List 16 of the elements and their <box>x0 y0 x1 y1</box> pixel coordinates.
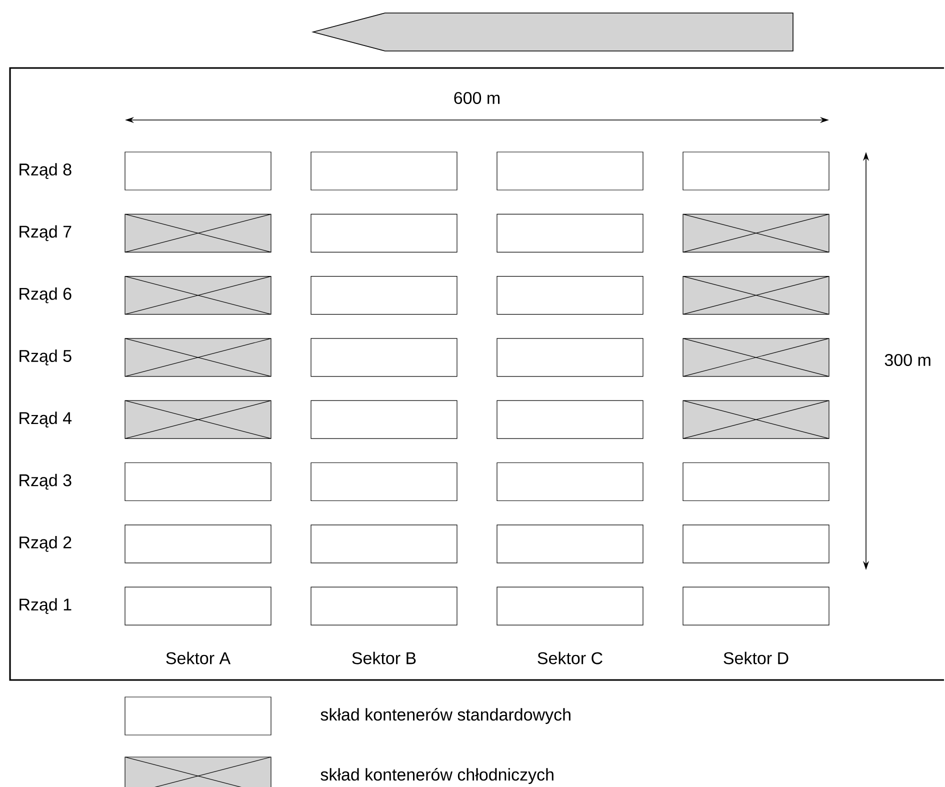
row-label: Rząd 7 <box>20 225 72 242</box>
row-label: Rząd 3 <box>20 474 72 490</box>
row-label: Rząd 8 <box>20 163 72 179</box>
sector-label: Sektor B <box>352 652 416 664</box>
sector-label: Sektor D <box>724 652 788 664</box>
dimension-label: 300 m <box>884 354 930 366</box>
row-label: Rząd 2 <box>20 536 72 552</box>
sector-label: Sektor C <box>538 652 602 664</box>
row-label: Rząd 6 <box>20 287 72 304</box>
dimension-label: 600 m <box>454 92 500 104</box>
legend-text: skład kontenerów chłodniczych <box>320 768 554 784</box>
row-label: Rząd 1 <box>20 598 72 614</box>
legend-text: skład kontenerów standardowych <box>320 708 570 724</box>
row-label: Rząd 5 <box>20 350 72 366</box>
row-label: Rząd 4 <box>20 412 72 428</box>
sector-label: Sektor A <box>166 652 231 664</box>
